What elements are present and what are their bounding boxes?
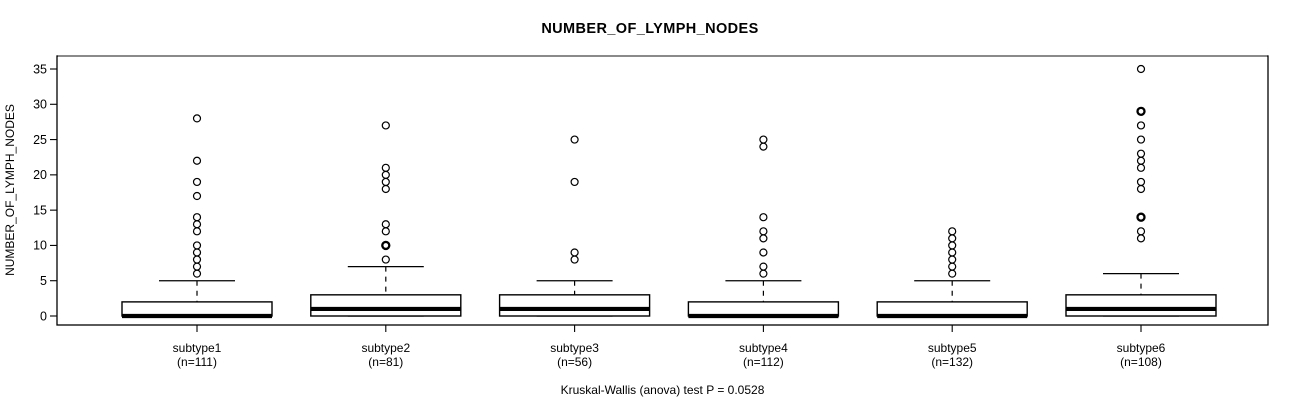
- outlier-point: [192, 262, 202, 271]
- outlier-point: [192, 156, 202, 165]
- outlier-point: [192, 227, 202, 236]
- outlier-point: [381, 177, 390, 187]
- chart-title: NUMBER_OF_LYMPH_NODES: [541, 21, 759, 37]
- outlier-point: [1136, 64, 1146, 74]
- x-sublabel: (n=108): [1120, 355, 1162, 369]
- outlier-point: [570, 255, 579, 264]
- kruskal-wallis-caption: Kruskal-Wallis (anova) test P = 0.0528: [560, 383, 765, 397]
- outlier-point: [1136, 163, 1146, 172]
- outlier-point: [192, 241, 202, 250]
- outlier-point: [192, 248, 202, 257]
- outlier-point: [759, 213, 768, 222]
- outlier-point: [759, 234, 768, 243]
- outlier-point: [192, 269, 202, 278]
- outlier-point: [192, 255, 202, 264]
- outlier-point: [381, 255, 390, 264]
- outlier-point: [1136, 156, 1146, 165]
- y-tick-label: 20: [33, 168, 47, 182]
- plot-frame: [56, 55, 1269, 326]
- x-label: subtype2: [361, 341, 410, 355]
- outlier-point: [381, 240, 391, 251]
- outlier-point: [759, 142, 768, 151]
- boxplot-box: [876, 301, 1028, 317]
- y-tick-label: 15: [33, 203, 47, 217]
- outlier-point: [948, 241, 957, 250]
- outlier-point: [948, 227, 957, 236]
- outlier-point: [759, 248, 768, 257]
- y-tick-label: 25: [33, 133, 47, 147]
- y-tick-label: 35: [33, 62, 47, 76]
- y-tick-label: 30: [33, 98, 47, 112]
- x-label: subtype5: [928, 341, 977, 355]
- x-sublabel: (n=111): [177, 355, 217, 369]
- outlier-point: [948, 248, 957, 257]
- outlier-point: [192, 177, 202, 187]
- y-tick-label: 5: [40, 274, 47, 288]
- outlier-point: [570, 135, 579, 144]
- outlier-point: [1136, 177, 1146, 187]
- outlier-point: [1136, 234, 1146, 243]
- outlier-point: [948, 262, 957, 271]
- outlier-point: [381, 220, 390, 229]
- x-label: subtype3: [550, 341, 599, 355]
- outlier-point: [381, 184, 390, 194]
- outlier-point: [381, 170, 390, 179]
- y-tick-label: 0: [40, 309, 47, 323]
- x-sublabel: (n=81): [368, 355, 403, 369]
- boxplot-box: [498, 294, 651, 317]
- outlier-point: [381, 121, 390, 130]
- outlier-point: [192, 191, 202, 201]
- x-label: subtype4: [739, 341, 788, 355]
- outlier-point: [759, 262, 768, 271]
- outlier-point: [1136, 212, 1146, 222]
- outlier-point: [1136, 227, 1146, 236]
- boxplot-box: [1065, 294, 1217, 317]
- outlier-point: [948, 269, 957, 278]
- outlier-point: [759, 227, 768, 236]
- outlier-point: [759, 269, 768, 278]
- outlier-point: [381, 163, 390, 172]
- x-sublabel: (n=112): [743, 355, 784, 369]
- outlier-point: [1136, 135, 1146, 144]
- outlier-point: [192, 114, 202, 123]
- outlier-point: [1136, 106, 1146, 116]
- boxplot-box: [121, 301, 273, 317]
- outlier-point: [1136, 184, 1146, 194]
- outlier-point: [192, 220, 202, 229]
- outlier-point: [381, 227, 390, 236]
- outlier-point: [570, 177, 579, 187]
- boxplot-box: [310, 294, 462, 317]
- x-sublabel: (n=132): [931, 355, 973, 369]
- x-label: subtype1: [173, 341, 222, 355]
- outlier-point: [570, 248, 579, 257]
- outlier-point: [759, 135, 768, 144]
- x-label: subtype6: [1117, 341, 1166, 355]
- outlier-point: [1136, 121, 1146, 130]
- y-tick-label: 10: [33, 239, 47, 253]
- outlier-point: [1136, 149, 1146, 158]
- x-sublabel: (n=56): [557, 355, 592, 369]
- outlier-point: [192, 213, 202, 222]
- outlier-point: [948, 255, 957, 264]
- boxplot-box: [687, 301, 840, 317]
- outlier-point: [948, 234, 957, 243]
